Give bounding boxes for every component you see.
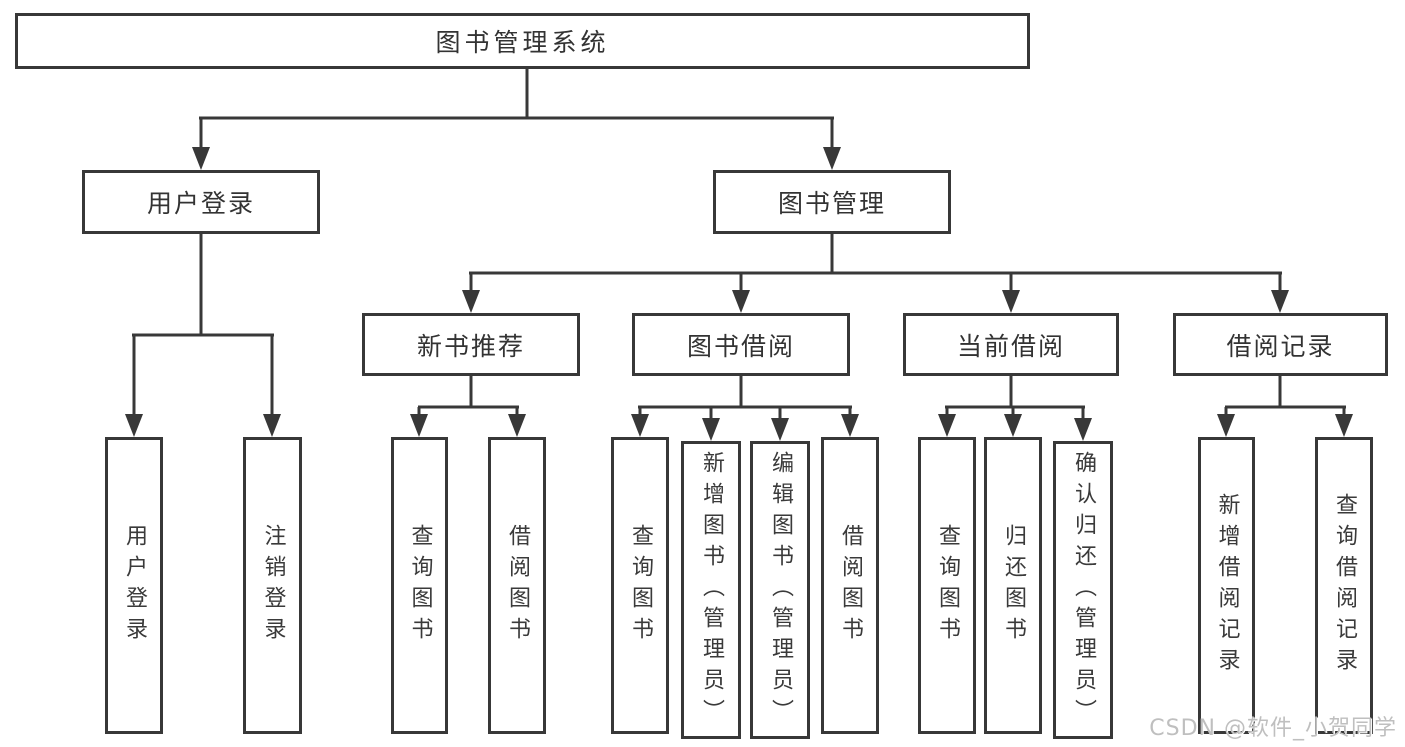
node-label: 查询借阅记录 (1332, 492, 1357, 679)
leaf-confirm-return-admin: 确认归还（管理员） (1053, 441, 1113, 739)
leaf-borrow-books-recommend: 借阅图书 (488, 437, 546, 734)
node-label: 确认归还（管理员） (1071, 450, 1096, 730)
leaf-return-books: 归还图书 (984, 437, 1042, 734)
arrowhead-icon (410, 414, 428, 437)
arrowhead-icon (1004, 414, 1022, 437)
node-label: 用户登录 (146, 189, 255, 218)
node-book-borrowing: 图书借阅 (632, 313, 850, 376)
node-borrowing-records: 借阅记录 (1173, 313, 1388, 376)
node-label: 图书管理系统 (435, 28, 610, 57)
leaf-query-books-recommend: 查询图书 (391, 437, 448, 734)
node-label: 编辑图书（管理员） (768, 450, 793, 730)
node-label: 图书借阅 (686, 331, 795, 361)
node-label: 借阅记录 (1226, 331, 1335, 361)
arrowhead-icon (702, 418, 720, 441)
leaf-borrow-books: 借阅图书 (821, 437, 879, 734)
node-label: 借阅图书 (505, 523, 530, 648)
node-label: 图书管理 (777, 189, 886, 218)
arrowhead-icon (1074, 418, 1092, 441)
node-label: 注销登录 (260, 523, 286, 648)
leaf-logout: 注销登录 (243, 437, 302, 734)
node-label: 新增借阅记录 (1214, 492, 1240, 679)
arrowhead-icon (1002, 290, 1020, 313)
node-label: 新书推荐 (416, 331, 525, 361)
arrowhead-icon (125, 414, 143, 437)
node-label: 归还图书 (1001, 523, 1026, 648)
leaf-add-books-admin: 新增图书（管理员） (681, 441, 741, 739)
arrowhead-icon (508, 414, 526, 437)
arrowhead-icon (462, 290, 480, 313)
node-new-book-recommendation: 新书推荐 (362, 313, 580, 376)
node-library-management-system: 图书管理系统 (15, 13, 1030, 69)
leaf-query-borrow-record: 查询借阅记录 (1315, 437, 1373, 734)
arrowhead-icon (631, 414, 649, 437)
arrowhead-icon (732, 290, 750, 313)
arrowhead-icon (1217, 414, 1235, 437)
arrowhead-icon (192, 147, 210, 170)
leaf-edit-books-admin: 编辑图书（管理员） (750, 441, 810, 739)
node-label: 当前借阅 (956, 331, 1065, 361)
node-current-borrowing: 当前借阅 (903, 313, 1119, 376)
node-label: 查询图书 (935, 523, 960, 648)
node-label: 用户登录 (122, 523, 147, 648)
node-user-login: 用户登录 (82, 170, 320, 234)
csdn-watermark: CSDN @软件_小贺同学 (1149, 716, 1397, 741)
arrowhead-icon (823, 147, 841, 170)
arrowhead-icon (1335, 414, 1353, 437)
leaf-add-borrow-record: 新增借阅记录 (1198, 437, 1255, 734)
arrowhead-icon (771, 418, 789, 441)
arrowhead-icon (1271, 290, 1289, 313)
node-label: 查询图书 (407, 523, 433, 648)
node-label: 借阅图书 (838, 523, 863, 648)
node-label: 新增图书（管理员） (699, 450, 724, 730)
leaf-user-login: 用户登录 (105, 437, 163, 734)
leaf-query-books-borrow: 查询图书 (611, 437, 669, 734)
arrowhead-icon (263, 414, 281, 437)
node-book-management: 图书管理 (713, 170, 951, 234)
arrowhead-icon (841, 414, 859, 437)
leaf-query-books-current: 查询图书 (918, 437, 976, 734)
arrowhead-icon (938, 414, 956, 437)
node-label: 查询图书 (628, 523, 653, 648)
